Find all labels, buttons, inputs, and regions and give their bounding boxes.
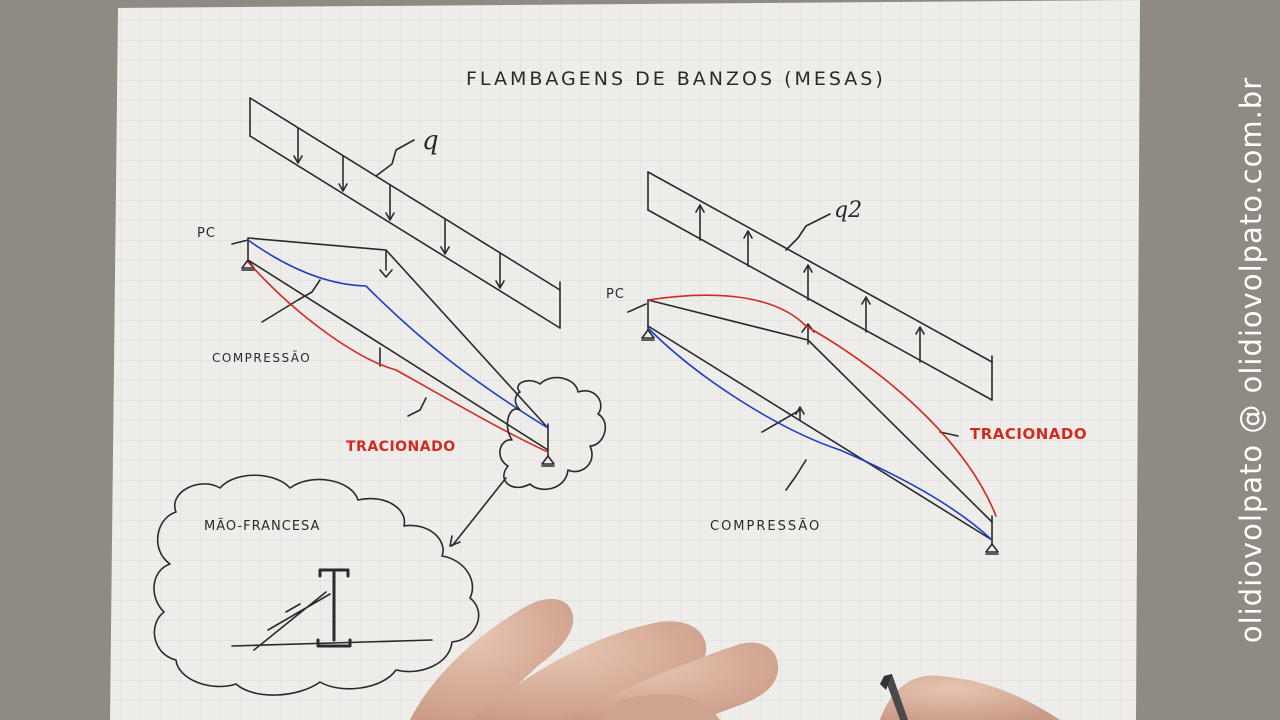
left-load-diagram xyxy=(249,97,561,329)
right-tension-curve xyxy=(647,294,997,517)
right-compression-curve xyxy=(647,327,993,541)
load-label-q2: q2 xyxy=(834,198,863,223)
right-load-diagram xyxy=(647,171,993,401)
hand-left xyxy=(410,599,779,720)
watermark-text: olidiovolpato @ olidiovolpato.com.br xyxy=(1234,76,1268,644)
hand-right-with-pencil xyxy=(880,674,1060,720)
detail-cloud-small xyxy=(499,376,607,491)
support-label-left: PC xyxy=(197,226,216,241)
detail-arrow xyxy=(451,477,507,547)
left-compression-curve xyxy=(247,239,549,429)
paper-sheet xyxy=(110,0,1140,720)
detail-cloud-large xyxy=(153,474,480,696)
left-beam-diagram xyxy=(231,237,555,467)
compression-label-left: COMPRESSÃO xyxy=(212,351,312,365)
load-label-q: q xyxy=(422,126,439,156)
tension-label-left: TRACIONADO xyxy=(346,439,456,455)
tension-label-right: TRACIONADO xyxy=(970,425,1088,443)
support-label-right: PC xyxy=(606,287,625,302)
detail-label: MÃO-FRANCESA xyxy=(204,519,321,534)
bracing-lines xyxy=(231,591,433,651)
left-tension-curve xyxy=(247,261,549,453)
compression-label-right: COMPRESSÃO xyxy=(710,519,822,534)
right-beam-diagram xyxy=(627,299,999,555)
page-title: FLAMBAGENS DE BANZOS (MESAS) xyxy=(466,68,886,90)
